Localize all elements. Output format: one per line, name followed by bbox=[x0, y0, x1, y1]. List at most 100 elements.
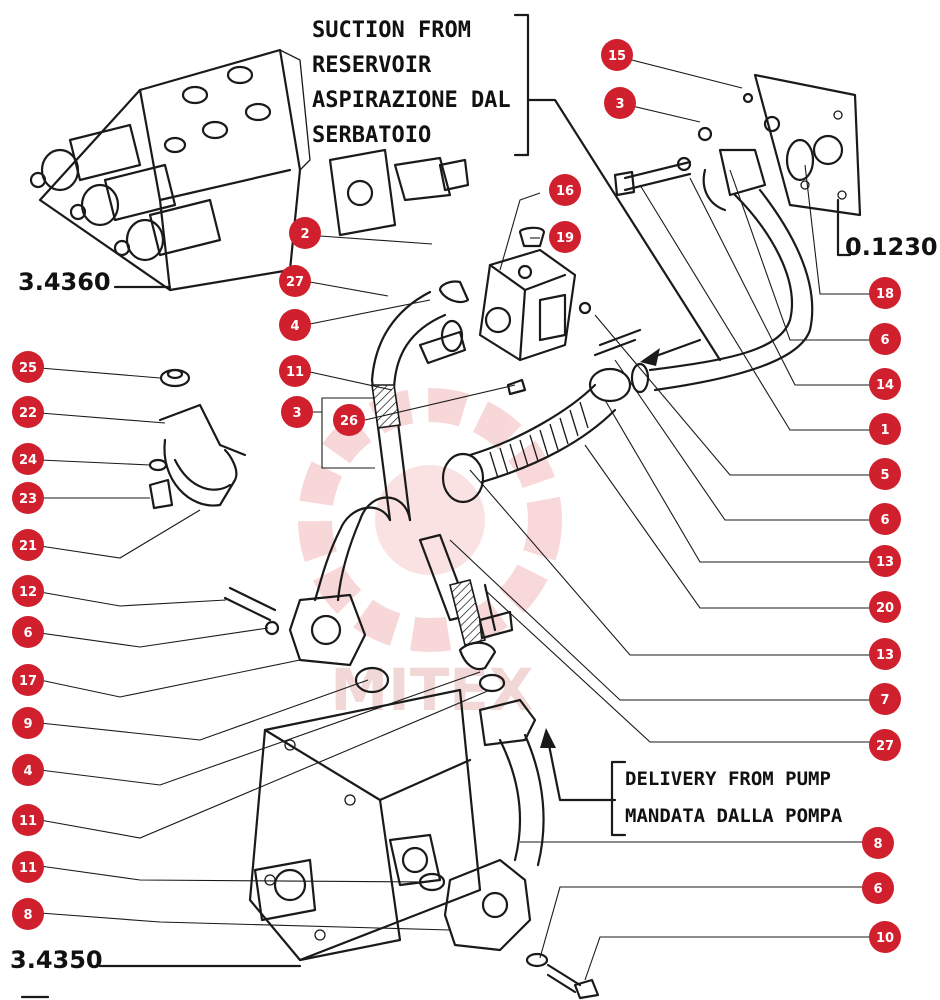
callout-20[interactable]: 20 bbox=[869, 591, 901, 623]
leader-lines bbox=[39, 59, 870, 981]
callout-15[interactable]: 15 bbox=[601, 39, 633, 71]
svg-text:8: 8 bbox=[873, 837, 882, 852]
svg-text:23: 23 bbox=[19, 492, 37, 507]
callout-1[interactable]: 1 bbox=[869, 413, 901, 445]
delivery-label-it: MANDATA DALLA POMPA bbox=[625, 805, 843, 827]
corrugated-hose bbox=[441, 301, 642, 504]
suction-label-en-1: SUCTION FROM bbox=[312, 18, 471, 43]
callout-16[interactable]: 16 bbox=[549, 174, 581, 206]
distributor-block bbox=[29, 48, 470, 292]
callout-23[interactable]: 23 bbox=[12, 482, 44, 514]
ref-reservoir: 0.1230 bbox=[845, 233, 938, 261]
delivery-arrow-head bbox=[540, 728, 556, 748]
delivery-flow-arrow bbox=[546, 738, 617, 802]
svg-text:20: 20 bbox=[876, 601, 894, 616]
callout-6-c[interactable]: 6 bbox=[12, 616, 44, 648]
callout-13-a[interactable]: 13 bbox=[869, 545, 901, 577]
suction-label-it-1: ASPIRAZIONE DAL bbox=[312, 88, 511, 113]
callout-5[interactable]: 5 bbox=[869, 458, 901, 490]
callout-18[interactable]: 18 bbox=[869, 277, 901, 309]
callout-13-b[interactable]: 13 bbox=[869, 638, 901, 670]
svg-text:22: 22 bbox=[19, 406, 37, 421]
svg-text:11: 11 bbox=[19, 861, 37, 876]
callout-8-a[interactable]: 8 bbox=[862, 827, 894, 859]
callout-21[interactable]: 21 bbox=[12, 529, 44, 561]
svg-text:13: 13 bbox=[876, 555, 894, 570]
ref-pump: 3.4350 bbox=[10, 946, 103, 974]
callout-24[interactable]: 24 bbox=[12, 443, 44, 475]
svg-text:27: 27 bbox=[286, 275, 304, 290]
svg-text:4: 4 bbox=[23, 764, 32, 779]
svg-text:2: 2 bbox=[300, 227, 309, 242]
callout-17[interactable]: 17 bbox=[12, 664, 44, 696]
suction-arrow-head bbox=[640, 348, 660, 366]
svg-text:9: 9 bbox=[23, 717, 32, 732]
pump-body bbox=[248, 666, 482, 962]
suction-label-it-2: SERBATOIO bbox=[312, 123, 431, 148]
svg-text:24: 24 bbox=[19, 453, 37, 468]
callout-27-bottom[interactable]: 27 bbox=[869, 729, 901, 761]
callout-11-bottom[interactable]: 11 bbox=[12, 851, 44, 883]
callout-19[interactable]: 19 bbox=[549, 221, 581, 253]
callout-badges: 15 3 2 16 19 27 18 4 6 11 25 14 3 26 22 … bbox=[12, 39, 901, 953]
svg-text:14: 14 bbox=[876, 378, 894, 393]
svg-text:3: 3 bbox=[292, 406, 301, 421]
callout-3-top[interactable]: 3 bbox=[604, 87, 636, 119]
callout-4-top[interactable]: 4 bbox=[279, 309, 311, 341]
svg-text:11: 11 bbox=[286, 365, 304, 380]
callout-11-mid[interactable]: 11 bbox=[12, 804, 44, 836]
svg-text:4: 4 bbox=[290, 319, 299, 334]
pump-outlet-fitting bbox=[223, 586, 600, 1000]
suction-label-en-2: RESERVOIR bbox=[312, 53, 432, 78]
callout-3-mid[interactable]: 3 bbox=[281, 396, 313, 428]
svg-text:19: 19 bbox=[556, 231, 574, 246]
callout-2[interactable]: 2 bbox=[289, 217, 321, 249]
svg-text:6: 6 bbox=[873, 882, 882, 897]
svg-text:6: 6 bbox=[880, 513, 889, 528]
callout-6-d[interactable]: 6 bbox=[862, 872, 894, 904]
svg-text:16: 16 bbox=[556, 184, 574, 199]
callout-10[interactable]: 10 bbox=[869, 921, 901, 953]
svg-text:15: 15 bbox=[608, 49, 626, 64]
svg-text:11: 11 bbox=[19, 814, 37, 829]
callout-22[interactable]: 22 bbox=[12, 396, 44, 428]
svg-text:17: 17 bbox=[19, 674, 37, 689]
svg-text:12: 12 bbox=[19, 585, 37, 600]
svg-text:5: 5 bbox=[880, 468, 889, 483]
ref-distributor: 3.4360 bbox=[18, 268, 111, 296]
callout-8-b[interactable]: 8 bbox=[12, 898, 44, 930]
callout-11-top[interactable]: 11 bbox=[279, 355, 311, 387]
svg-text:3: 3 bbox=[615, 97, 624, 112]
callout-12[interactable]: 12 bbox=[12, 575, 44, 607]
svg-text:27: 27 bbox=[876, 739, 894, 754]
pipe-clamp bbox=[148, 368, 247, 510]
callout-7[interactable]: 7 bbox=[869, 683, 901, 715]
svg-text:6: 6 bbox=[880, 333, 889, 348]
callout-25[interactable]: 25 bbox=[12, 351, 44, 383]
callout-6-a[interactable]: 6 bbox=[869, 323, 901, 355]
suction-text-bracket bbox=[513, 13, 722, 362]
callout-4-bottom[interactable]: 4 bbox=[12, 754, 44, 786]
svg-text:25: 25 bbox=[19, 361, 37, 376]
svg-text:13: 13 bbox=[876, 648, 894, 663]
svg-text:10: 10 bbox=[876, 931, 894, 946]
svg-text:8: 8 bbox=[23, 908, 32, 923]
callout-27-top[interactable]: 27 bbox=[279, 265, 311, 297]
callout-14[interactable]: 14 bbox=[869, 368, 901, 400]
suction-pipe bbox=[288, 280, 470, 667]
callout-9[interactable]: 9 bbox=[12, 707, 44, 739]
reservoir-flange bbox=[753, 73, 862, 217]
callout-6-b[interactable]: 6 bbox=[869, 503, 901, 535]
svg-text:7: 7 bbox=[880, 693, 889, 708]
svg-text:21: 21 bbox=[19, 539, 37, 554]
delivery-pipe bbox=[418, 533, 545, 867]
svg-text:26: 26 bbox=[340, 414, 358, 429]
callout-26[interactable]: 26 bbox=[333, 404, 365, 436]
svg-text:1: 1 bbox=[880, 423, 889, 438]
junction-block bbox=[478, 226, 577, 396]
svg-text:6: 6 bbox=[23, 626, 32, 641]
reservoir-ref-bracket bbox=[836, 198, 852, 257]
svg-text:18: 18 bbox=[876, 287, 894, 302]
top-fasteners bbox=[613, 92, 781, 197]
